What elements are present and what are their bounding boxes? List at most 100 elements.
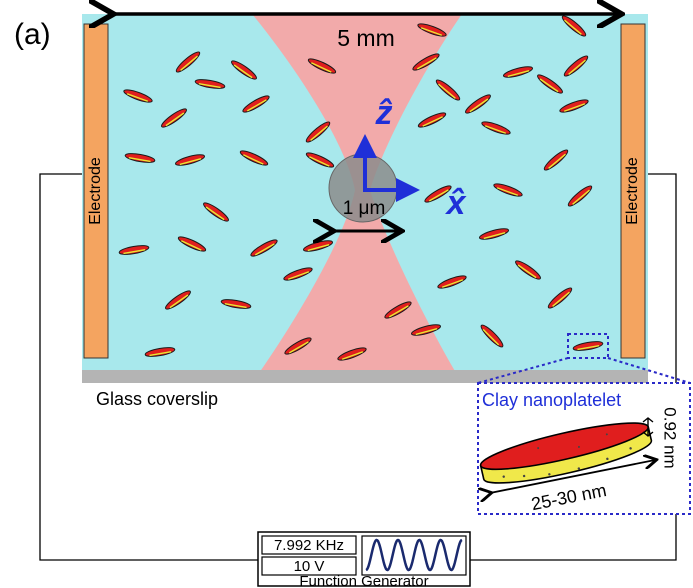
nanoplatelet (123, 89, 153, 103)
nanoplatelet-edge (307, 244, 330, 252)
nanoplatelet-edge (517, 264, 537, 279)
glass-coverslip (82, 370, 648, 383)
zoom-source-box (567, 333, 609, 359)
nanoplatelet-edge (287, 271, 310, 280)
nanoplatelet (502, 66, 534, 78)
nanoplatelet (435, 79, 461, 101)
nanoplatelet-edge (205, 206, 225, 221)
nanoplatelet-edge (416, 57, 437, 70)
nanoplatelet (144, 347, 176, 357)
nanoplatelet-edge (165, 112, 185, 127)
nanoplatelet-edge (572, 189, 590, 205)
zoom-connector (477, 357, 691, 384)
nanoplatelet (543, 149, 569, 171)
nanoplatelet-edge (428, 189, 449, 202)
nanoplatelet-edge (254, 243, 275, 256)
nanoplatelet-edge (123, 248, 146, 255)
nanoplatelet-edge (548, 153, 566, 169)
nanoplatelet-edge (309, 156, 330, 167)
nanoplatelet-edge (180, 55, 198, 71)
nanoplatelet (194, 79, 226, 89)
nanoplatelet-edge (482, 328, 500, 346)
coverslip-label: Glass coverslip (96, 389, 218, 409)
nanoplatelet-edge (441, 279, 464, 288)
nanoplatelet-edge (128, 156, 151, 163)
electrode-left (83, 23, 109, 359)
nanoplatelet (203, 202, 229, 222)
nanoplatelet (412, 53, 440, 71)
nanoplatelet (424, 185, 452, 203)
frequency-display (261, 535, 357, 555)
nanoplatelet-edge (198, 82, 221, 89)
nanoplatelet-edge (496, 187, 519, 196)
nanoplatelet (480, 324, 504, 348)
sine-waveform (365, 538, 463, 572)
nanoplatelet-edge (568, 59, 586, 75)
nanoplatelet-edge (577, 344, 600, 351)
nanoplatelet (537, 74, 563, 94)
length-arrow (490, 460, 655, 493)
nanoplatelet-edge (246, 99, 267, 112)
inset-title: Clay nanoplatelet (482, 390, 621, 410)
thickness-arrow (642, 417, 654, 437)
nanoplatelet (515, 260, 541, 280)
nanoplatelet (465, 94, 491, 114)
nanoplatelet (284, 337, 312, 355)
nanoplatelet (478, 228, 510, 240)
nanoplatelet (567, 185, 593, 207)
nanoplatelet (174, 154, 206, 166)
nanoplatelet-edge (243, 154, 264, 165)
nanoplatelet-edge (484, 125, 507, 134)
nanoplatelet (250, 239, 278, 257)
nanoplatelet-edge (310, 125, 328, 141)
nanoplatelet (547, 287, 573, 309)
nanoplatelet (559, 99, 589, 113)
voltage-value: 10 V (294, 558, 325, 575)
nanoplatelet (283, 267, 313, 281)
nanoplatelet-edge (233, 64, 253, 79)
nanoplatelet-edge (311, 62, 332, 73)
nanoplatelet-edge (422, 116, 443, 127)
z-axis-label: ẑ (375, 94, 393, 132)
function-generator-title: Function Generator (299, 573, 428, 588)
nanoplatelet-edge (415, 328, 438, 336)
nanoplatelet-edge (224, 302, 247, 309)
scale-bar-label: 5 mm (337, 25, 395, 51)
bead-scale-label: 1 μm (343, 198, 386, 219)
panel-label: (a) (14, 18, 51, 51)
nanoplatelet-edge (288, 341, 309, 354)
nanoplatelet-edge (149, 350, 172, 357)
nanoplatelet (305, 152, 335, 168)
x-axis-label: x̂ (445, 184, 468, 222)
electrode-right (620, 23, 646, 359)
nanoplatelet (410, 324, 442, 336)
nanoplatelet-edge (388, 305, 409, 318)
wire-left (39, 173, 258, 561)
nanoplatelet (242, 95, 270, 113)
nanoplatelet (437, 275, 467, 289)
nanoplatelet (175, 51, 201, 73)
nanoplatelet-edge (420, 27, 443, 36)
nanoplatelet (563, 55, 589, 77)
nanoplatelet (493, 183, 523, 197)
nanoplatelet-edge (341, 351, 364, 360)
nanoplatelet (177, 236, 207, 252)
nanoplatelet (307, 58, 337, 74)
nanoplatelet (384, 301, 412, 319)
nanoplatelet (124, 153, 156, 163)
nanoplatelet (231, 60, 257, 80)
nanoplatelet-edge (181, 240, 202, 251)
thickness-label: 0.92 nm (661, 407, 680, 468)
nanoplatelet-edge (438, 83, 456, 99)
nanoplatelet (220, 299, 252, 309)
electrode-right-label: Electrode (624, 157, 641, 225)
nanoplatelet (305, 121, 331, 143)
voltage-display (261, 556, 357, 576)
nanoplatelet (417, 112, 447, 128)
nanoplatelet (118, 245, 150, 255)
nanoplatelet-edge (179, 158, 202, 166)
nanoplatelet-edge (539, 78, 559, 93)
electrode-left-label: Electrode (87, 157, 104, 225)
nanoplatelet (239, 150, 269, 166)
